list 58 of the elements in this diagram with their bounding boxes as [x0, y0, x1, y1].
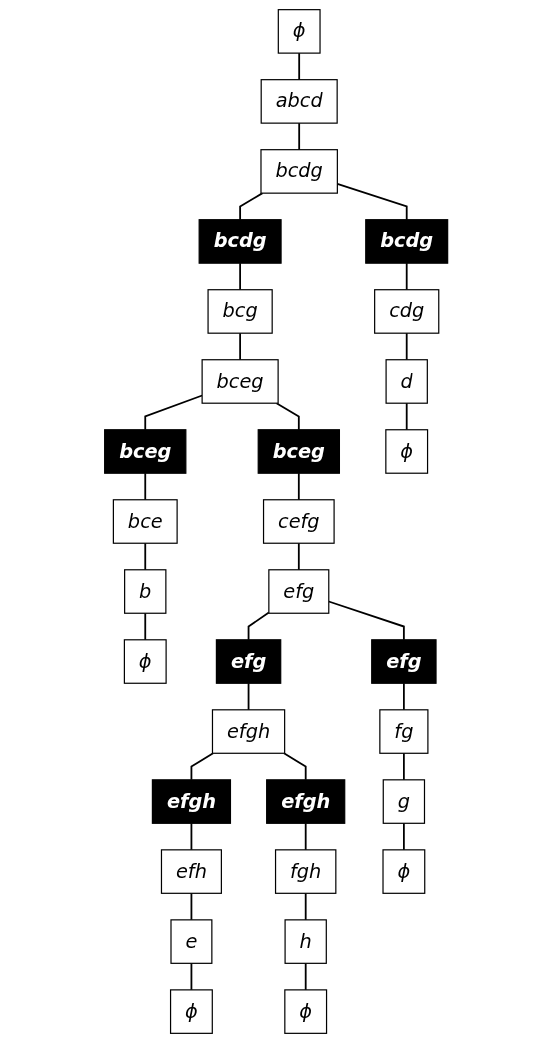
node-box: bceg — [104, 429, 187, 474]
connector — [406, 332, 408, 361]
node-box: h — [284, 919, 328, 964]
connector — [144, 542, 147, 571]
node-box: ϕ — [385, 429, 429, 474]
node-box: ϕ — [124, 639, 168, 684]
connector — [190, 892, 193, 921]
node-box: b — [124, 569, 167, 614]
connector — [239, 332, 242, 361]
node-box: ϕ — [278, 9, 321, 54]
connector — [403, 752, 406, 781]
connector — [190, 752, 215, 781]
connector — [403, 682, 406, 711]
node-box: efgh — [266, 779, 346, 824]
node-box: efgh — [152, 779, 232, 824]
node-box: ϕ — [170, 989, 214, 1034]
node-box: d — [385, 359, 429, 404]
connector — [305, 822, 307, 851]
node-box: bcdg — [198, 219, 282, 264]
node-box: bcdg — [365, 219, 449, 264]
node-box: ϕ — [284, 989, 328, 1034]
node-box: bceg — [257, 429, 341, 474]
connector — [298, 542, 301, 571]
node-box: g — [383, 779, 426, 824]
connector — [239, 192, 264, 221]
connector — [305, 892, 307, 921]
node-box: efg — [371, 639, 437, 684]
node-box: efh — [161, 849, 223, 894]
connector — [406, 402, 408, 431]
node-box: bceg — [201, 359, 280, 404]
connector — [276, 402, 301, 431]
connector — [248, 682, 250, 711]
connector — [144, 472, 147, 501]
connector — [190, 822, 193, 851]
node-box: efg — [268, 569, 330, 614]
connector — [298, 472, 301, 501]
connector — [298, 122, 301, 151]
connector — [239, 262, 242, 291]
node-box: fg — [379, 709, 429, 754]
connector — [305, 962, 307, 991]
connector — [283, 752, 307, 781]
connector — [298, 52, 301, 81]
node-box: bcdg — [260, 149, 339, 194]
connector — [403, 822, 406, 851]
connector — [190, 962, 193, 991]
node-box: abcd — [260, 79, 339, 124]
connector — [144, 612, 147, 641]
connector — [406, 262, 408, 291]
node-box: cdg — [374, 289, 440, 334]
node-box: cefg — [263, 499, 336, 544]
node-box: efg — [216, 639, 282, 684]
node-box: fgh — [275, 849, 337, 894]
node-box: bcg — [207, 289, 274, 334]
node-box: e — [170, 919, 213, 964]
node-box: efgh — [212, 709, 286, 754]
node-box: ϕ — [382, 849, 426, 894]
connector — [248, 611, 271, 641]
node-box: bce — [113, 499, 179, 544]
